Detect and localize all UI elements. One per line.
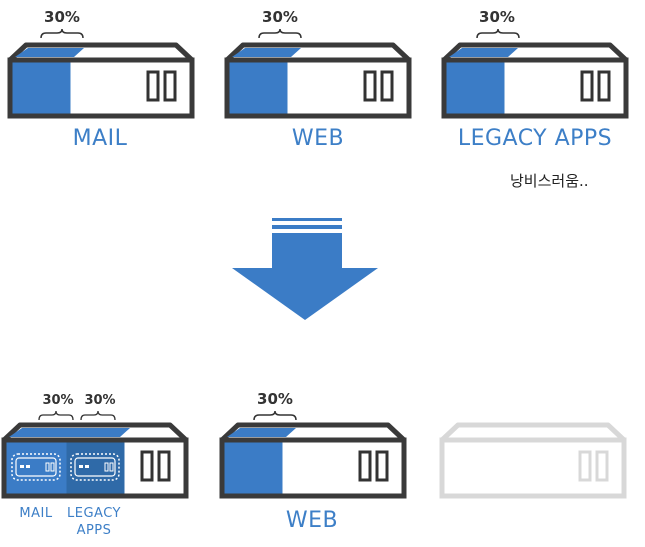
usage-label: 30% [84, 393, 116, 408]
waste-note: 낭비스러움.. [510, 172, 589, 190]
server-box-icon [441, 42, 629, 119]
usage-brace-icon [258, 28, 302, 39]
server-label: LEGACY APPS [457, 126, 613, 151]
server-box-icon [224, 42, 412, 119]
server-label: LEGACY APPS [67, 506, 121, 538]
usage-label: 30% [44, 8, 80, 26]
server-label: MAIL [72, 126, 128, 151]
server-box-icon [1, 422, 189, 499]
usage-brace-icon [476, 28, 520, 39]
server-box-icon [219, 422, 407, 499]
server-label: WEB [285, 508, 339, 533]
usage-label: 30% [257, 390, 293, 408]
server-box-icon [7, 42, 195, 119]
server-label: WEB [291, 126, 345, 151]
down-arrow-icon [232, 218, 378, 320]
usage-brace-icon [38, 410, 116, 421]
usage-label: 30% [262, 8, 298, 26]
usage-brace-icon [253, 410, 297, 421]
server-label: MAIL [19, 506, 53, 521]
usage-label: 30% [479, 8, 515, 26]
server-box-icon [439, 422, 627, 499]
usage-label: 30% [42, 393, 74, 408]
usage-brace-icon [40, 28, 84, 39]
